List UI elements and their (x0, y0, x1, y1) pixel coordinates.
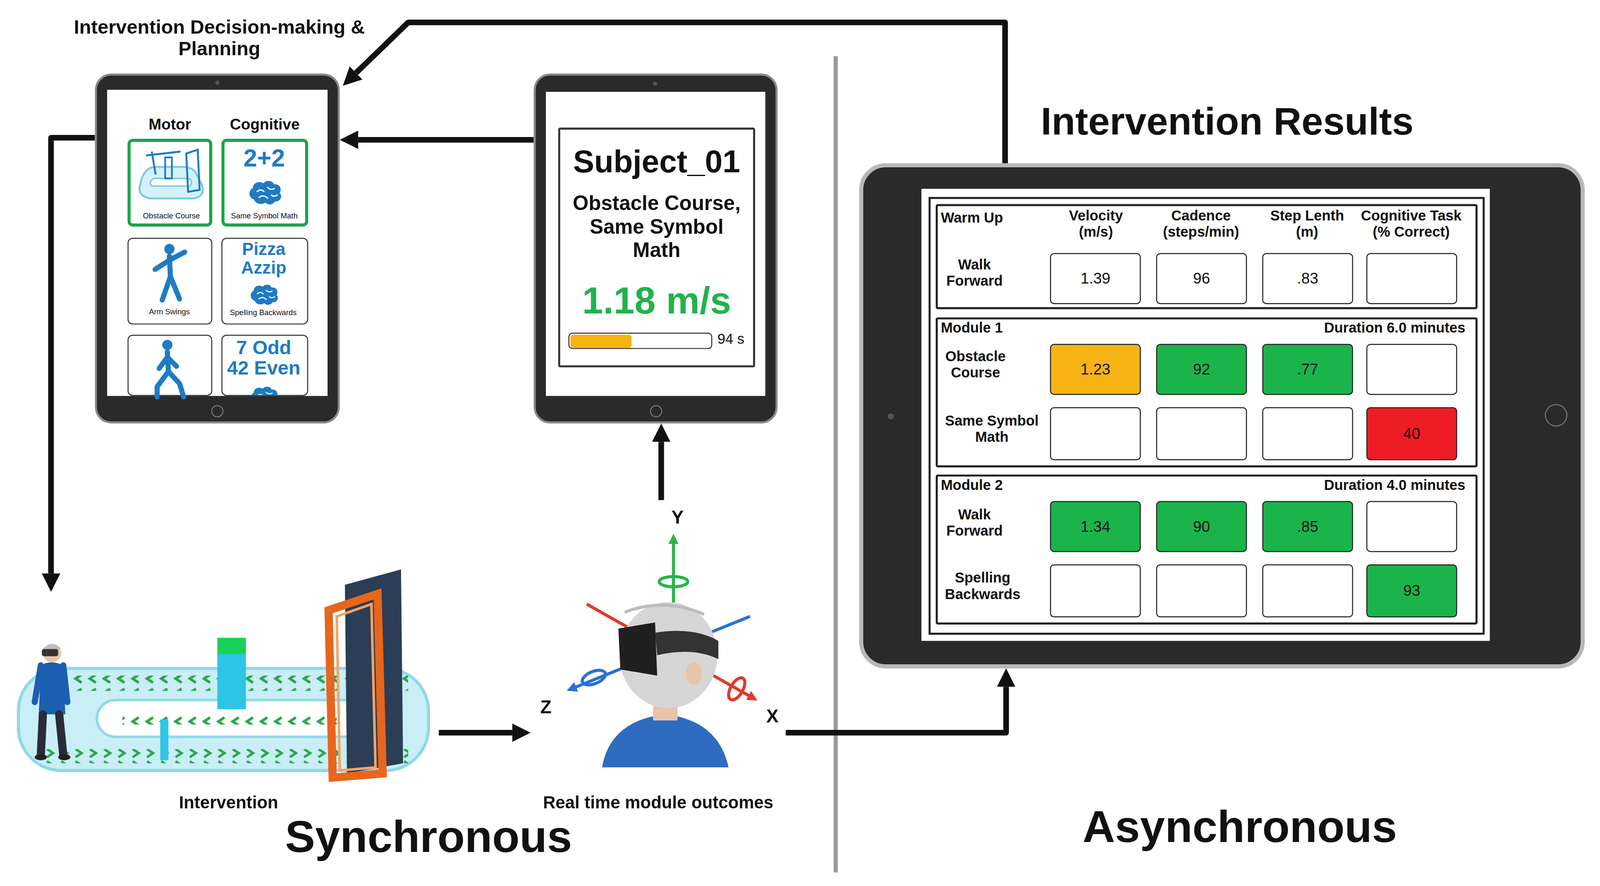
node-text: Intervention Decision-making & Planning (66, 16, 373, 60)
task-tile: 2+2Same Symbol Math (221, 138, 309, 227)
node-text: 2+2 (224, 144, 305, 173)
section-heading: Module 1 (940, 320, 1043, 337)
progress-fill (570, 334, 632, 348)
table-cell: 40 (1366, 407, 1458, 461)
axis-label: Z (536, 697, 556, 718)
axis-label: Y (668, 507, 687, 529)
empty-cell (1366, 253, 1458, 305)
node-text: Intervention Results (1040, 100, 1511, 144)
flow-arrow (658, 441, 665, 500)
empty-cell (1262, 564, 1353, 618)
headset-sensor: Real time module outcomes (530, 499, 786, 817)
row-header: Walk Forward (933, 256, 1016, 289)
task-icon (149, 242, 190, 306)
node-text: Real time module outcomes (519, 792, 798, 813)
empty-cell (1156, 407, 1248, 461)
task-tile: Pizza AzzipSpelling Backwards (221, 237, 309, 325)
node-text: Motor (127, 116, 213, 134)
table-cell: 1.39 (1049, 253, 1141, 305)
node-text: Subject_01 (557, 144, 755, 181)
column-header: Cognitive Task (% Correct) (1355, 207, 1468, 240)
node-text: Obstacle Course (130, 212, 213, 221)
column-header: Velocity (m/s) (1049, 207, 1142, 240)
flow-arrow (785, 686, 1007, 733)
task-icon (149, 337, 190, 402)
task-icon (247, 282, 282, 308)
table-cell: 90 (1156, 501, 1248, 553)
row-header: Same Symbol Math (935, 413, 1048, 446)
task-tile-empty (127, 334, 213, 396)
column-header: Step Lenth (m) (1261, 207, 1353, 240)
flow-arrow (438, 729, 513, 736)
task-icon (132, 144, 210, 208)
table-cell: .83 (1262, 253, 1353, 305)
empty-cell (1366, 343, 1458, 395)
node-text: Spelling Backwards (222, 309, 305, 319)
table-cell: 92 (1156, 343, 1248, 395)
camera-dot (215, 80, 220, 85)
row-header: Obstacle Course (928, 349, 1023, 382)
flow-arrow (358, 137, 534, 143)
node-text: Cognitive (221, 116, 309, 134)
camera-dot (887, 413, 894, 420)
table-cell: 1.23 (1049, 343, 1141, 395)
section-title: Synchronous (265, 811, 593, 862)
planning-tablet: Obstacle Course 2+2Same Symbol MathArm Sw… (95, 73, 341, 424)
empty-cell (1156, 564, 1248, 618)
column-header: Cadence (steps/min) (1154, 207, 1247, 240)
node-text: 1.18 m/s (557, 279, 755, 322)
task-icon (247, 384, 282, 397)
task-tile: 7 Odd 42 Even (221, 334, 309, 396)
home-button (211, 405, 224, 418)
duration-note: Duration 6.0 minutes (1261, 320, 1466, 337)
node-text: Arm Swings (128, 308, 211, 317)
table-cell: .85 (1262, 501, 1353, 553)
node-text: 7 Odd 42 Even (224, 337, 304, 379)
section-title: Asynchronous (1076, 800, 1404, 852)
node-text: Obstacle Course, Same Symbol Math (565, 191, 749, 263)
node-text: Intervention (167, 792, 290, 813)
node-text: Same Symbol Math (224, 212, 305, 221)
table-cell: 93 (1366, 564, 1458, 618)
row-header: Spelling Backwards (931, 570, 1034, 603)
table-cell: 1.34 (1049, 501, 1141, 553)
task-tile: Obstacle Course (127, 138, 213, 227)
flow-arrow (51, 137, 96, 574)
task-icon (244, 178, 286, 208)
node-text: Pizza Azzip (224, 240, 304, 278)
live-tablet: Subject_01Obstacle Course, Same Symbol M… (533, 73, 778, 424)
section-heading: Module 2 (940, 477, 1043, 494)
duration-note: Duration 4.0 minutes (1261, 477, 1466, 494)
empty-cell (1262, 407, 1353, 461)
home-button (1544, 403, 1568, 427)
camera-dot (653, 81, 658, 86)
empty-cell (1049, 564, 1141, 618)
axis-label: X (763, 706, 782, 727)
empty-cell (1366, 501, 1458, 553)
node-text: 94 s (717, 331, 761, 348)
table-cell: .77 (1262, 343, 1353, 395)
empty-cell (1049, 407, 1141, 461)
task-tile: Arm Swings (127, 237, 213, 325)
section-heading: Warm Up (940, 210, 1033, 227)
intervention-scene: Intervention (10, 592, 439, 817)
home-button (650, 405, 663, 418)
row-header: Walk Forward (933, 507, 1016, 540)
table-cell: 96 (1156, 253, 1248, 305)
